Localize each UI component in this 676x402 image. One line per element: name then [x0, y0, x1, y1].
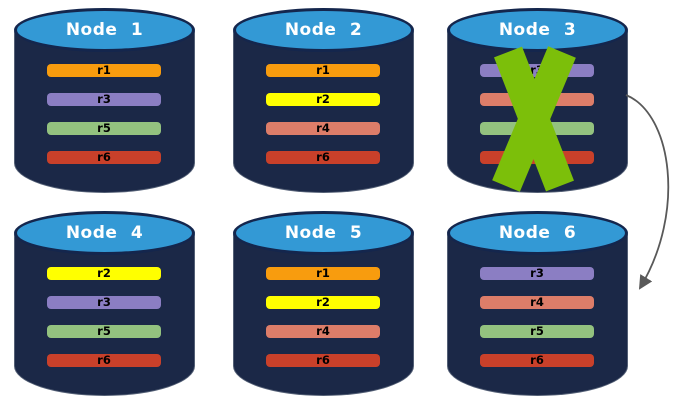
node-6: Node 6 r3 r4 r5 r6 [447, 211, 628, 396]
replica-label: r1 [97, 63, 111, 77]
node-title: Node 6 [498, 223, 577, 243]
node-2: Node 2 r1 r2 r4 r6 [233, 8, 414, 193]
replica-label: r6 [316, 150, 330, 164]
cylinder-top: Node 4 [14, 211, 195, 255]
cylinder-top: Node 2 [233, 8, 414, 52]
replica-label: r1 [316, 266, 330, 280]
replica-bar: r3 [480, 64, 594, 77]
cylinder-body [14, 30, 195, 193]
replica-label: r3 [530, 63, 544, 77]
node-title: Node 4 [65, 223, 144, 243]
replica-label: r6 [97, 150, 111, 164]
cylinder-body [447, 233, 628, 396]
cylinder-top: Node 1 [14, 8, 195, 52]
cylinder-body [14, 233, 195, 396]
node-4: Node 4 r2 r3 r5 r6 [14, 211, 195, 396]
node-5: Node 5 r1 r2 r4 r6 [233, 211, 414, 396]
replica-label: r3 [97, 295, 111, 309]
replica-list: r2 r3 r5 r6 [47, 267, 161, 367]
replica-label: r1 [316, 63, 330, 77]
node-title: Node 3 [498, 20, 577, 40]
replica-bar: r2 [266, 93, 380, 106]
node-1: Node 1 r1 r3 r5 r6 [14, 8, 195, 193]
replica-bar: r2 [47, 267, 161, 280]
replica-bar: r1 [47, 64, 161, 77]
replica-bar: r4 [266, 122, 380, 135]
replica-bar: r4 [480, 296, 594, 309]
replica-label: r4 [316, 121, 330, 135]
cylinder-top: Node 3 [447, 8, 628, 52]
replica-label: r5 [530, 324, 544, 338]
replica-label: r3 [530, 266, 544, 280]
node-3: Node 3 r3 [447, 8, 628, 193]
replica-bar: r4 [266, 325, 380, 338]
replica-bar: r2 [266, 296, 380, 309]
node-title: Node 2 [284, 20, 363, 40]
replica-label: r4 [530, 295, 544, 309]
replica-label: r2 [316, 295, 330, 309]
replica-list: r1 r2 r4 r6 [266, 267, 380, 367]
replica-label: r6 [316, 353, 330, 367]
replica-bar: r5 [47, 122, 161, 135]
cylinder-top: Node 5 [233, 211, 414, 255]
replica-label: r5 [97, 121, 111, 135]
replica-label: r6 [530, 353, 544, 367]
replica-bar: r5 [480, 325, 594, 338]
replica-list: r3 r4 r5 r6 [480, 267, 594, 367]
replica-bar: r5 [47, 325, 161, 338]
replica-list: r3 [480, 64, 594, 164]
replica-bar [480, 122, 594, 135]
replica-bar: r1 [266, 64, 380, 77]
replica-label: r5 [97, 324, 111, 338]
replica-list: r1 r3 r5 r6 [47, 64, 161, 164]
replica-bar: r6 [47, 354, 161, 367]
replica-label: r4 [316, 324, 330, 338]
replica-label: r3 [97, 92, 111, 106]
replica-bar: r6 [266, 354, 380, 367]
replica-label: r2 [97, 266, 111, 280]
replica-bar: r6 [266, 151, 380, 164]
replica-bar [480, 151, 594, 164]
replica-label: r2 [316, 92, 330, 106]
replica-bar: r3 [47, 296, 161, 309]
replica-bar: r3 [47, 93, 161, 106]
replica-bar: r1 [266, 267, 380, 280]
replica-label: r6 [97, 353, 111, 367]
replica-list: r1 r2 r4 r6 [266, 64, 380, 164]
cylinder-top: Node 6 [447, 211, 628, 255]
replica-bar [480, 93, 594, 106]
cylinder-body [233, 30, 414, 193]
replica-bar: r6 [47, 151, 161, 164]
node-title: Node 5 [284, 223, 363, 243]
cylinder-body [233, 233, 414, 396]
replica-bar: r6 [480, 354, 594, 367]
replica-bar: r3 [480, 267, 594, 280]
node-title: Node 1 [65, 20, 144, 40]
